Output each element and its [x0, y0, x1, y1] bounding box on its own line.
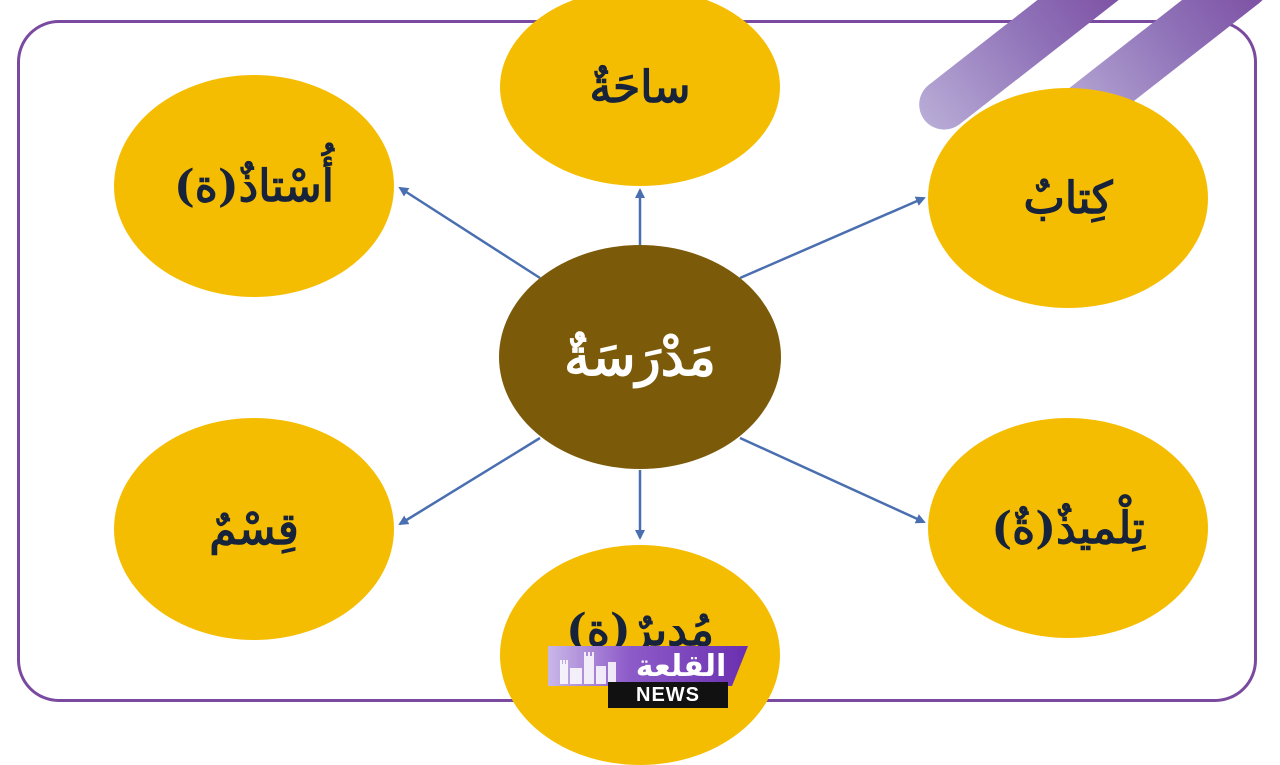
node-bottom-right: تِلْميذٌ(ةٌ) — [928, 418, 1208, 638]
center-node: مَدْرَسَةٌ — [499, 245, 781, 469]
arrow-to-bottom-right — [739, 436, 926, 524]
node-top-right: كِتابٌ — [928, 88, 1208, 308]
logo-arabic-text: القلعة — [635, 648, 727, 684]
node-top-label: ساحَةٌ — [589, 61, 691, 113]
arrow-to-bottom-left — [398, 436, 541, 526]
logo-news-text: NEWS — [608, 682, 728, 708]
connector-arrows — [398, 186, 926, 540]
node-top: ساحَةٌ — [500, 0, 780, 186]
castle-icon — [560, 652, 616, 684]
watermark-logo: القلعة NEWS — [548, 640, 763, 710]
node-bottom-left: قِسْمٌ — [114, 418, 394, 640]
center-node-label: مَدْرَسَةٌ — [564, 326, 716, 388]
node-bottom-left-label: قِسْمٌ — [209, 503, 299, 555]
arrow-to-top-right — [739, 196, 926, 280]
node-top-left: أُسْتاذٌ(ة) — [114, 75, 394, 297]
node-top-left-label: أُسْتاذٌ(ة) — [173, 160, 335, 212]
node-top-right-label: كِتابٌ — [1023, 172, 1113, 224]
node-bottom-right-label: تِلْميذٌ(ةٌ) — [991, 502, 1145, 554]
arrow-to-top-left — [398, 186, 541, 280]
